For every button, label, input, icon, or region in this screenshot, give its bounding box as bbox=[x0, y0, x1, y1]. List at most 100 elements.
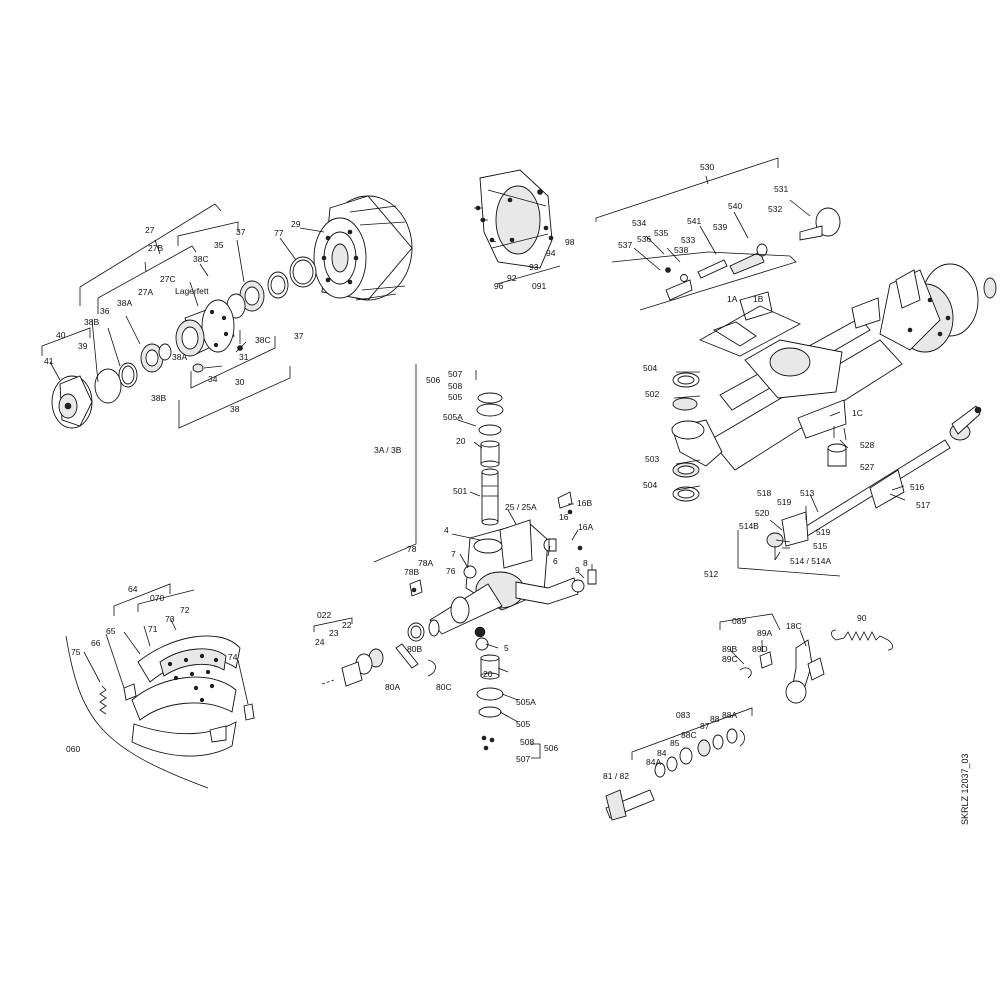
callout-label: 518 bbox=[757, 488, 771, 498]
callout-label: 29 bbox=[291, 219, 301, 229]
callout-label: 527 bbox=[860, 462, 874, 472]
callout-label: 508 bbox=[448, 381, 462, 391]
callout-label: 66 bbox=[91, 638, 101, 648]
callout-label: 503 bbox=[645, 454, 659, 464]
tie-rod-group bbox=[737, 405, 982, 577]
callout-label: 089 bbox=[732, 616, 746, 626]
callout-label: 38A bbox=[172, 352, 187, 362]
callout-label: 537 bbox=[618, 240, 632, 250]
nut-34 bbox=[192, 363, 204, 373]
callout-label: 89C bbox=[722, 654, 738, 664]
callout-label: 41 bbox=[44, 356, 54, 366]
callout-label: 25 / 25A bbox=[505, 502, 537, 512]
callout-label: Lagerfett bbox=[175, 286, 209, 296]
kingpin-group bbox=[373, 364, 597, 759]
callout-label: 27A bbox=[138, 287, 153, 297]
callout-label: 530 bbox=[700, 162, 714, 172]
callout-label: 505 bbox=[516, 719, 530, 729]
callout-label: 94 bbox=[546, 248, 556, 258]
ring-38a bbox=[158, 343, 172, 361]
callout-label: 520 bbox=[755, 508, 769, 518]
callout-label: 16B bbox=[577, 498, 592, 508]
callout-label: 75 bbox=[71, 647, 81, 657]
callout-label: 24 bbox=[315, 637, 325, 647]
callout-label: 514 / 514A bbox=[790, 556, 831, 566]
callout-label: 535 bbox=[654, 228, 668, 238]
callout-label: 528 bbox=[860, 440, 874, 450]
callout-label: 73 bbox=[165, 614, 175, 624]
callout-label: 533 bbox=[681, 235, 695, 245]
callout-label: 78B bbox=[404, 567, 419, 577]
callout-label: 538 bbox=[674, 245, 688, 255]
callout-label: 4 bbox=[444, 525, 449, 535]
callout-label: 512 bbox=[704, 569, 718, 579]
leader-lines bbox=[49, 175, 906, 723]
callout-label: 35 bbox=[214, 240, 224, 250]
callout-label: 508 bbox=[520, 737, 534, 747]
callout-label: 506 bbox=[426, 375, 440, 385]
callout-label: 501 bbox=[453, 486, 467, 496]
bushing-502 bbox=[672, 397, 698, 411]
callout-label: 6 bbox=[553, 556, 558, 566]
callout-label: 92 bbox=[507, 273, 517, 283]
callout-label: 38B bbox=[84, 317, 99, 327]
callout-label: 78A bbox=[418, 558, 433, 568]
callout-label: 36 bbox=[100, 306, 110, 316]
callout-label: 76 bbox=[446, 566, 456, 576]
callout-label: 80A bbox=[385, 682, 400, 692]
axle-beam-group bbox=[671, 207, 997, 471]
callout-label: 87 bbox=[700, 721, 710, 731]
callout-label: 64 bbox=[128, 584, 138, 594]
hub-drum-group bbox=[41, 195, 413, 429]
callout-label: 505 bbox=[448, 392, 462, 402]
callout-label: 30 bbox=[235, 377, 245, 387]
callout-label: 89B bbox=[722, 644, 737, 654]
callout-label: 540 bbox=[728, 201, 742, 211]
callout-label: 90 bbox=[857, 613, 867, 623]
callout-label: 505A bbox=[516, 697, 536, 707]
callout-label: 85 bbox=[670, 738, 680, 748]
seal-group bbox=[313, 617, 436, 687]
callout-label: 38C bbox=[193, 254, 209, 264]
callout-label: 513 bbox=[800, 488, 814, 498]
callout-label: 070 bbox=[150, 593, 164, 603]
callout-label: 80C bbox=[436, 682, 452, 692]
callout-label: 1C bbox=[852, 408, 863, 418]
callout-label: 77 bbox=[274, 228, 284, 238]
callout-label: 1A bbox=[727, 294, 738, 304]
callout-label: 516 bbox=[910, 482, 924, 492]
callout-label: 16A bbox=[578, 522, 593, 532]
callout-label: 27C bbox=[160, 274, 176, 284]
wheel-hub bbox=[175, 299, 235, 357]
callout-label: 506 bbox=[544, 743, 558, 753]
callout-label: 539 bbox=[713, 222, 727, 232]
callout-label: 34 bbox=[208, 374, 218, 384]
callout-label: 23 bbox=[329, 628, 339, 638]
callout-label: 20 bbox=[483, 669, 493, 679]
callout-label: 78 bbox=[407, 544, 417, 554]
callout-label: 9 bbox=[575, 565, 580, 575]
callout-label: 091 bbox=[532, 281, 546, 291]
callout-label: 507 bbox=[448, 369, 462, 379]
callout-label: 5 bbox=[504, 643, 509, 653]
callout-label: 40 bbox=[56, 330, 66, 340]
callout-label: 84A bbox=[646, 757, 661, 767]
callout-label: 89D bbox=[752, 644, 768, 654]
callout-label: 515 bbox=[813, 541, 827, 551]
callout-label: 060 bbox=[66, 744, 80, 754]
callout-label: 8 bbox=[583, 558, 588, 568]
callout-label: 65 bbox=[106, 626, 116, 636]
callout-label: 93 bbox=[529, 262, 539, 272]
callout-label: 541 bbox=[687, 216, 701, 226]
callout-label: 504 bbox=[643, 480, 657, 490]
callout-label: 89A bbox=[757, 628, 772, 638]
callout-label: 517 bbox=[916, 500, 930, 510]
callout-label: 37 bbox=[236, 227, 246, 237]
callout-label: 38 bbox=[230, 404, 240, 414]
callout-label: 39 bbox=[78, 341, 88, 351]
callout-label: 38C bbox=[255, 335, 271, 345]
callout-label: 81 / 82 bbox=[603, 771, 629, 781]
callout-label: 532 bbox=[768, 204, 782, 214]
